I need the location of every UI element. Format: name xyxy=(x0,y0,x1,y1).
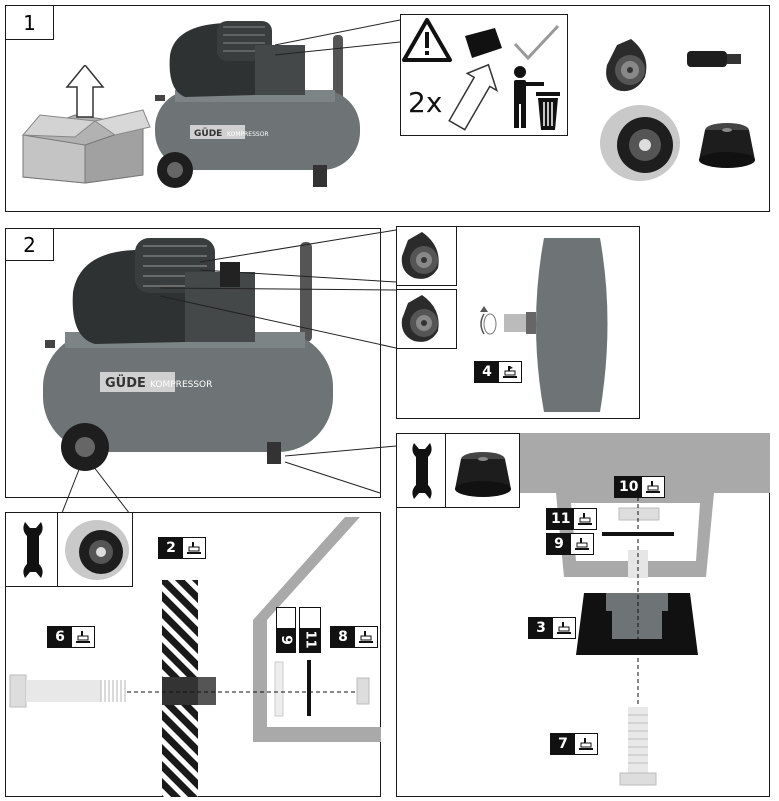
warning-icon xyxy=(402,18,452,62)
vertical-part-tag-11: 11 xyxy=(299,607,321,653)
brand-label-step2: GÜDE xyxy=(105,375,146,391)
trash-person-icon xyxy=(514,66,560,130)
part-tag-9: 9 xyxy=(546,533,594,555)
tool-icon xyxy=(499,362,521,382)
compressor-illustration-step2: GÜDE KOMPRESSOR xyxy=(43,238,333,471)
part-tag-2: 2 xyxy=(158,537,206,559)
part-number-6: 6 xyxy=(48,627,72,647)
air-filter-part xyxy=(606,39,647,92)
rubber-foot-part xyxy=(699,123,755,168)
disposal-info-graphics: 2x xyxy=(402,18,560,131)
part-tag-8: 8 xyxy=(330,626,378,648)
model-label-step2: KOMPRESSOR xyxy=(150,380,212,390)
vertical-part-tag-9: 9 xyxy=(276,607,296,653)
up-arrow-icon xyxy=(65,65,105,118)
tool-icon xyxy=(642,477,665,497)
callout-lines-step1 xyxy=(274,19,401,56)
step-2-number-text: 2 xyxy=(23,232,36,257)
connector-part xyxy=(687,51,741,67)
part-number-9: 9 xyxy=(547,534,571,554)
vertical-part-number-11: 11 xyxy=(302,630,318,649)
wrench-icon xyxy=(412,443,432,499)
part-number-11: 11 xyxy=(547,509,575,529)
air-filter-side-view xyxy=(480,238,608,412)
part-tag-11: 11 xyxy=(546,508,598,530)
step-1-number: 1 xyxy=(5,5,54,40)
model-label-step1: KOMPRESSOR xyxy=(227,131,269,138)
loose-parts-illustration xyxy=(600,39,755,181)
tool-icon xyxy=(571,534,593,554)
part-number-7: 7 xyxy=(551,734,575,754)
wrench-icon xyxy=(23,522,43,578)
wheel-assembly-graphics xyxy=(9,517,381,797)
tool-icon xyxy=(553,618,575,638)
tool-icon xyxy=(183,538,205,558)
tool-icon xyxy=(575,734,597,754)
quantity-note: 2x xyxy=(408,86,442,119)
part-number-3: 3 xyxy=(529,618,553,638)
part-tag-6: 6 xyxy=(47,626,95,648)
step-2-number: 2 xyxy=(5,228,54,261)
part-tag-4: 4 xyxy=(474,361,522,383)
part-number-4: 4 xyxy=(475,362,499,382)
part-number-10: 10 xyxy=(615,477,643,497)
part-number-2: 2 xyxy=(159,538,183,558)
compressor-illustration-step1: GÜDE KOMPRESSOR xyxy=(155,21,360,188)
wheel-part xyxy=(600,105,680,181)
part-tag-10: 10 xyxy=(614,476,666,498)
tool-icon xyxy=(355,627,377,647)
checkmark-icon xyxy=(513,24,560,61)
tool-icon xyxy=(72,627,94,647)
unpack-box-illustration xyxy=(21,65,151,184)
part-tag-3: 3 xyxy=(528,617,576,639)
part-tag-7: 7 xyxy=(550,733,598,755)
step-1-number-text: 1 xyxy=(23,10,36,35)
vertical-part-number-9: 9 xyxy=(278,635,294,645)
air-filter-thumbs-graphics xyxy=(401,232,439,342)
brand-label-step1: GÜDE xyxy=(194,128,222,139)
tool-icon xyxy=(574,509,597,529)
part-number-8: 8 xyxy=(331,627,355,647)
rotate-icon xyxy=(480,306,497,335)
